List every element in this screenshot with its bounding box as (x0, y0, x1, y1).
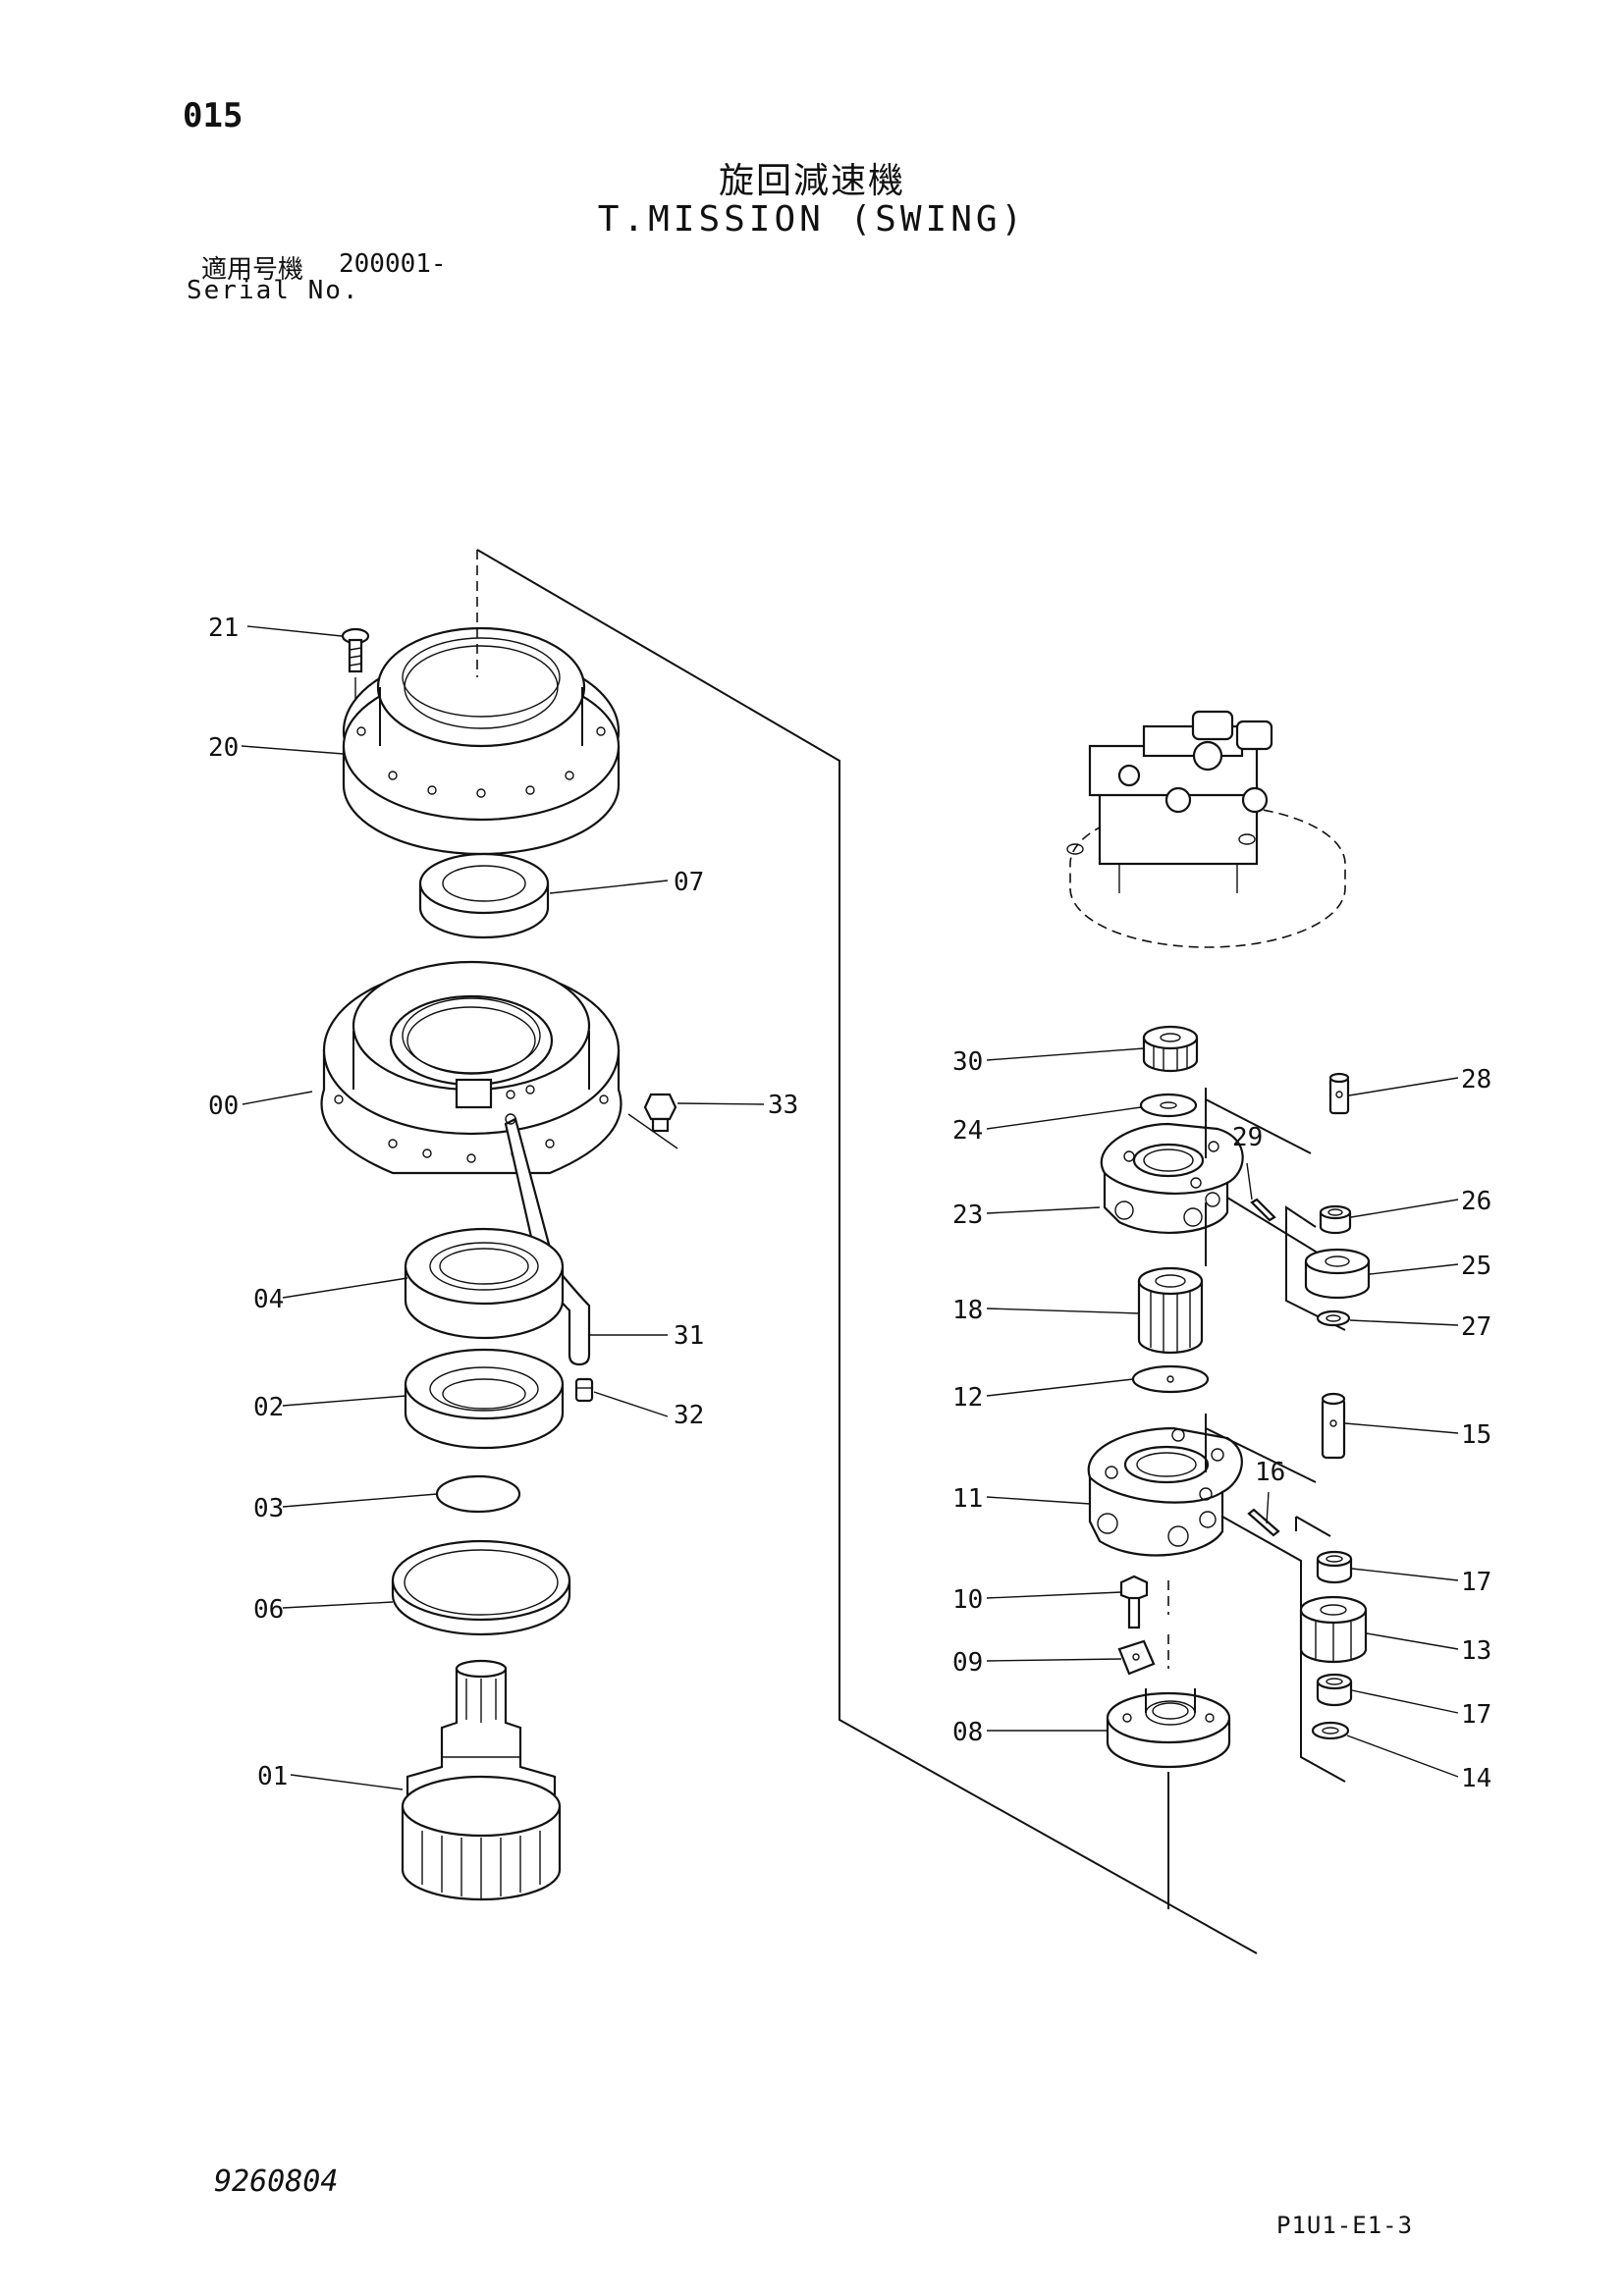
part-01-shaft[interactable] (401, 1659, 562, 1901)
part-29-pin[interactable] (1250, 1198, 1276, 1222)
part-27-washer[interactable] (1316, 1309, 1351, 1327)
callout-18: 18 (952, 1296, 983, 1325)
callout-15: 15 (1461, 1420, 1491, 1450)
part-11-carrier[interactable] (1087, 1426, 1243, 1557)
part-20-housing[interactable] (342, 626, 621, 856)
part-09-lock-plate[interactable] (1117, 1639, 1156, 1676)
assembly-overview-image (1066, 710, 1346, 948)
callout-00: 00 (208, 1092, 239, 1121)
part-00-main-housing[interactable] (320, 960, 623, 1175)
callout-30: 30 (952, 1047, 983, 1077)
part-12-thrust-plate[interactable] (1131, 1364, 1210, 1394)
part-16-pin[interactable] (1247, 1508, 1280, 1537)
part-33-plug[interactable] (643, 1093, 677, 1133)
callout-07: 07 (674, 868, 704, 897)
serial-label-japanese: 適用号機 (201, 255, 304, 285)
part-30-gear[interactable] (1142, 1025, 1199, 1073)
callout-04: 04 (253, 1285, 284, 1314)
part-24-washer[interactable] (1139, 1093, 1198, 1118)
callout-25: 25 (1461, 1252, 1491, 1281)
callout-27: 27 (1461, 1312, 1491, 1342)
callout-13: 13 (1461, 1636, 1491, 1666)
callout-21: 21 (208, 614, 239, 643)
callout-24: 24 (952, 1116, 983, 1146)
callout-31: 31 (674, 1321, 704, 1351)
callout-01: 01 (257, 1762, 288, 1791)
callout-labels: 21 20 07 00 33 04 31 02 32 03 06 01 30 2… (208, 614, 1491, 1793)
callout-32: 32 (674, 1401, 704, 1430)
callout-06: 06 (253, 1595, 284, 1625)
page-title-english: T.MISSION (SWING) (597, 199, 1027, 240)
part-07-bearing[interactable] (418, 852, 550, 939)
callout-26: 26 (1461, 1187, 1491, 1216)
part-28-pin[interactable] (1328, 1072, 1350, 1115)
callout-20: 20 (208, 733, 239, 763)
page-code: P1U1-E1-3 (1276, 2212, 1414, 2239)
part-14-washer[interactable] (1311, 1721, 1350, 1740)
part-23-carrier[interactable] (1100, 1122, 1244, 1234)
part-02-seal[interactable] (404, 1348, 565, 1450)
callout-17-upper: 17 (1461, 1568, 1491, 1597)
callout-11: 11 (952, 1484, 983, 1514)
part-10-bolt[interactable] (1119, 1575, 1149, 1629)
callout-03: 03 (253, 1494, 284, 1523)
assembly-frame-lines (476, 549, 1258, 1954)
part-21-bolt[interactable] (341, 627, 370, 673)
part-25-gear[interactable] (1304, 1248, 1371, 1300)
part-17-needle-bearing-lower[interactable] (1316, 1673, 1353, 1707)
part-03-shim[interactable] (435, 1474, 521, 1514)
part-13-gear[interactable] (1299, 1595, 1368, 1664)
callout-33: 33 (768, 1091, 798, 1120)
callout-16: 16 (1255, 1458, 1285, 1487)
document-number: 9260804 (214, 2164, 339, 2199)
part-17-needle-bearing-upper[interactable] (1316, 1550, 1353, 1584)
serial-number-value: 200001- (339, 249, 447, 279)
part-26-needle-bearing[interactable] (1319, 1204, 1352, 1235)
plug-hatch-line (627, 1113, 678, 1149)
part-06-ring[interactable] (391, 1539, 571, 1636)
callout-14: 14 (1461, 1764, 1491, 1793)
page-title-japanese: 旋回減速機 (718, 161, 905, 201)
callout-29: 29 (1232, 1123, 1263, 1152)
callout-09: 09 (952, 1648, 983, 1678)
callout-02: 02 (253, 1393, 284, 1422)
part-15-pin[interactable] (1321, 1392, 1346, 1460)
callout-23: 23 (952, 1201, 983, 1230)
connector-lines-lower (1167, 1414, 1346, 1783)
page-number: 015 (183, 96, 244, 135)
callout-28: 28 (1461, 1065, 1491, 1095)
part-08-thrust-ring[interactable] (1106, 1688, 1231, 1769)
part-04-bearing[interactable] (404, 1227, 565, 1340)
callout-10: 10 (952, 1585, 983, 1615)
callout-17-lower: 17 (1461, 1700, 1491, 1730)
callout-08: 08 (952, 1718, 983, 1747)
part-18-sun-gear[interactable] (1137, 1266, 1204, 1355)
serial-label-english: Serial No. (187, 276, 360, 305)
part-32-fitting[interactable] (574, 1377, 594, 1403)
callout-12: 12 (952, 1383, 983, 1413)
leader-lines (241, 625, 1459, 1790)
